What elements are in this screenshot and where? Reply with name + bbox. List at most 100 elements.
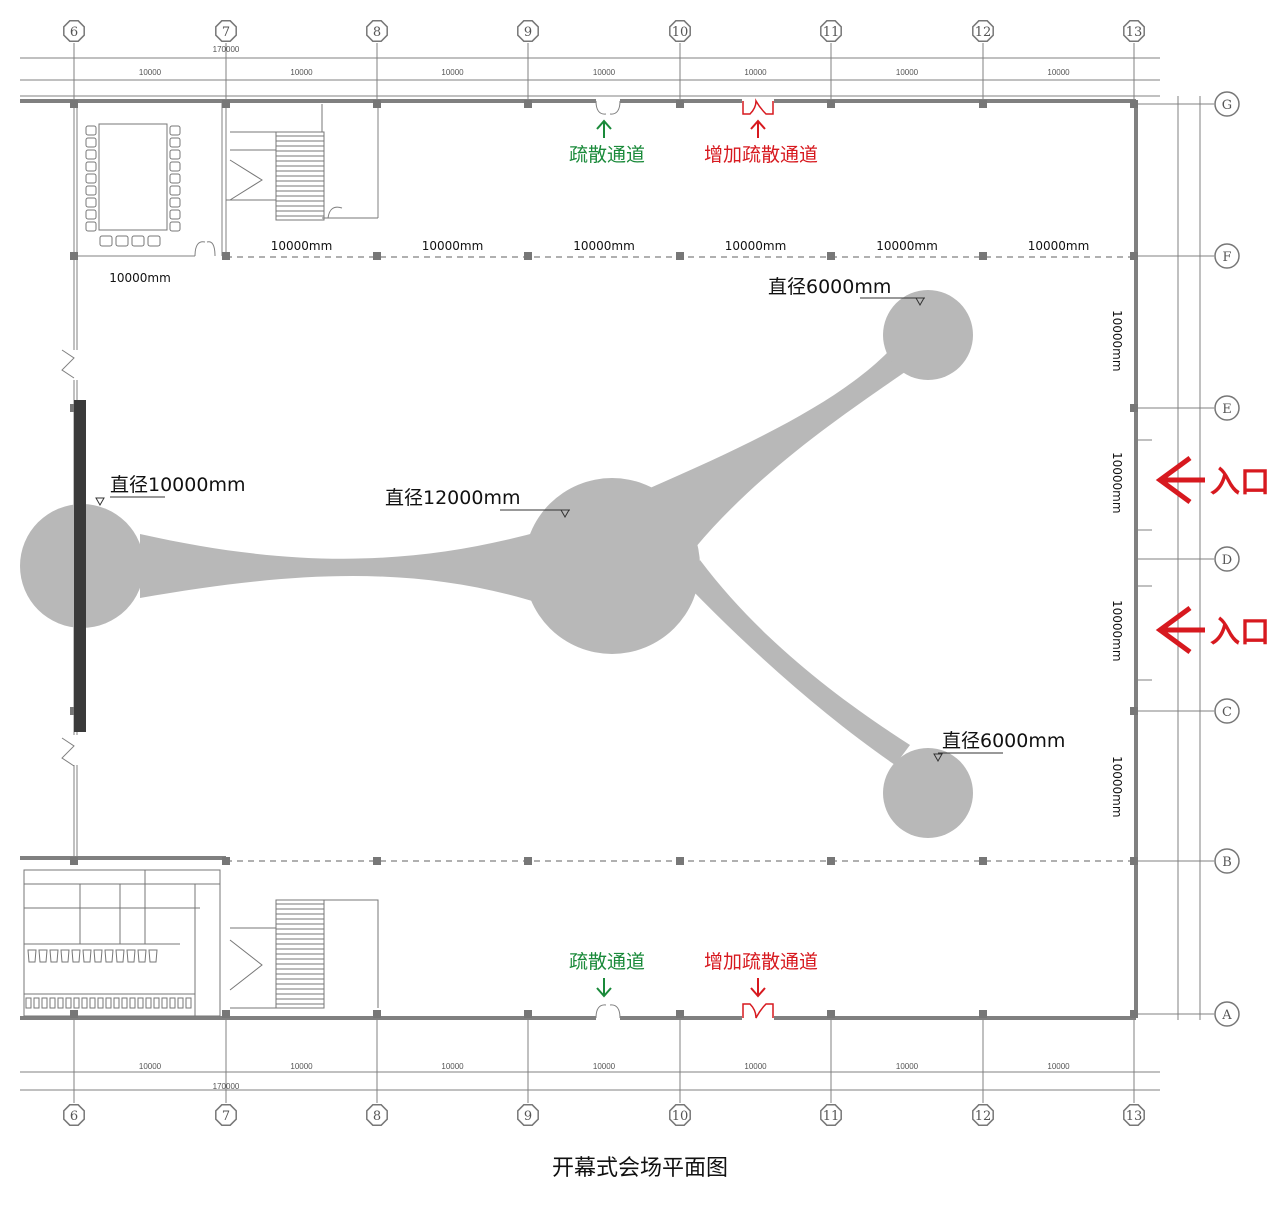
- toilet: [126, 949, 136, 963]
- stair-top: [226, 104, 378, 221]
- grid-marker-label: 6: [70, 25, 78, 40]
- toilet: [104, 949, 114, 963]
- grid-marker-label: 10: [672, 1109, 689, 1124]
- urinal: [185, 997, 192, 1009]
- chair: [99, 235, 113, 247]
- grid-marker-label: B: [1222, 855, 1232, 870]
- chair: [85, 221, 97, 232]
- grid-marker-label: 9: [524, 25, 532, 40]
- chair: [169, 161, 181, 172]
- added-door-bottom: [742, 1003, 774, 1019]
- bay-dimension-f: 10000mm: [422, 239, 484, 253]
- grid-marker-top-10: 10: [669, 20, 691, 42]
- chair: [115, 235, 129, 247]
- grid-marker-label: 11: [823, 25, 840, 40]
- bottom-right-branch: [690, 560, 910, 765]
- grid-marker-row-D: D: [1136, 546, 1240, 572]
- center-circle-label: 直径12000mm: [385, 487, 520, 509]
- grid-marker-bottom-11: 11: [820, 1104, 842, 1126]
- right-dimension-lines: [1135, 96, 1201, 1020]
- octagon-marker-icon: [366, 20, 388, 42]
- urinal: [65, 997, 72, 1009]
- added-door-top: [742, 98, 774, 115]
- circle-marker-icon: [1214, 698, 1240, 724]
- grid-marker-label: E: [1222, 402, 1232, 417]
- column-square: [373, 1010, 381, 1018]
- column-square: [676, 252, 684, 260]
- urinal: [57, 997, 64, 1009]
- bay-dimension-f: 10000mm: [725, 239, 787, 253]
- top-right-branch: [650, 352, 905, 548]
- bay-dimension-top: 10000: [1047, 68, 1070, 77]
- toilet: [38, 949, 48, 963]
- octagon-marker-icon: [972, 20, 994, 42]
- octagon-marker-icon: [972, 1104, 994, 1126]
- left-connector: [140, 530, 545, 605]
- column-square: [676, 100, 684, 108]
- meeting-room-width: 10000mm: [109, 271, 171, 285]
- right-dimension-3: 10000mm: [1110, 600, 1124, 662]
- column-square: [827, 857, 835, 865]
- grid-marker-top-7: 7: [215, 20, 237, 42]
- entrance-label-2: 入口: [1210, 615, 1270, 650]
- chair: [169, 125, 181, 136]
- bottom-right-circle: [883, 748, 973, 838]
- grid-marker-label: 8: [373, 25, 381, 40]
- restroom-block: [23, 869, 221, 1017]
- octagon-marker-icon: [63, 20, 85, 42]
- chair: [85, 161, 97, 172]
- octagon-marker-icon: [1123, 1104, 1145, 1126]
- urinal: [145, 997, 152, 1009]
- bay-dimension-bottom: 10000: [896, 1062, 919, 1071]
- urinal: [97, 997, 104, 1009]
- octagon-marker-icon: [63, 1104, 85, 1126]
- column-square: [827, 1010, 835, 1018]
- grid-marker-top-13: 13: [1123, 20, 1145, 42]
- bay-dimension-top: 10000: [139, 68, 162, 77]
- octagon-marker-icon: [820, 20, 842, 42]
- column-square: [979, 1010, 987, 1018]
- grid-marker-bottom-9: 9: [517, 1104, 539, 1126]
- urinal: [153, 997, 160, 1009]
- entrance-label-1: 入口: [1210, 465, 1270, 500]
- grid-marker-label: A: [1221, 1008, 1232, 1023]
- grid-marker-top-11: 11: [820, 20, 842, 42]
- grid-marker-bottom-6: 6: [63, 1104, 85, 1126]
- grid-marker-label: G: [1222, 98, 1232, 113]
- urinal: [177, 997, 184, 1009]
- column-square: [979, 100, 987, 108]
- chair: [169, 137, 181, 148]
- grid-marker-label: C: [1222, 705, 1232, 720]
- urinal: [41, 997, 48, 1009]
- urinal: [161, 997, 168, 1009]
- top-right-circle: [883, 290, 973, 380]
- column-square: [1130, 857, 1138, 865]
- urinal: [129, 997, 136, 1009]
- octagon-marker-icon: [820, 1104, 842, 1126]
- grid-marker-row-B: B: [1136, 848, 1240, 874]
- grid-marker-bottom-10: 10: [669, 1104, 691, 1126]
- bay-dimension-f: 10000mm: [271, 239, 333, 253]
- column-square: [1130, 707, 1138, 715]
- bay-dimension-bottom: 10000: [744, 1062, 767, 1071]
- column-square: [524, 1010, 532, 1018]
- toilet: [49, 949, 59, 963]
- toilet: [60, 949, 70, 963]
- stair-bottom: [229, 899, 379, 1009]
- grid-marker-row-G: G: [1136, 91, 1240, 117]
- toilet: [82, 949, 92, 963]
- grid-marker-bottom-7: 7: [215, 1104, 237, 1126]
- circle-marker-icon: [1214, 395, 1240, 421]
- circle-marker-icon: [1214, 848, 1240, 874]
- arrow-icon: [596, 978, 612, 998]
- structural-columns: [70, 100, 1138, 1018]
- octagon-marker-icon: [366, 1104, 388, 1126]
- grid-marker-label: 6: [70, 1109, 78, 1124]
- urinal: [73, 997, 80, 1009]
- grid-marker-label: 8: [373, 1109, 381, 1124]
- column-square: [222, 1010, 230, 1018]
- urinal: [169, 997, 176, 1009]
